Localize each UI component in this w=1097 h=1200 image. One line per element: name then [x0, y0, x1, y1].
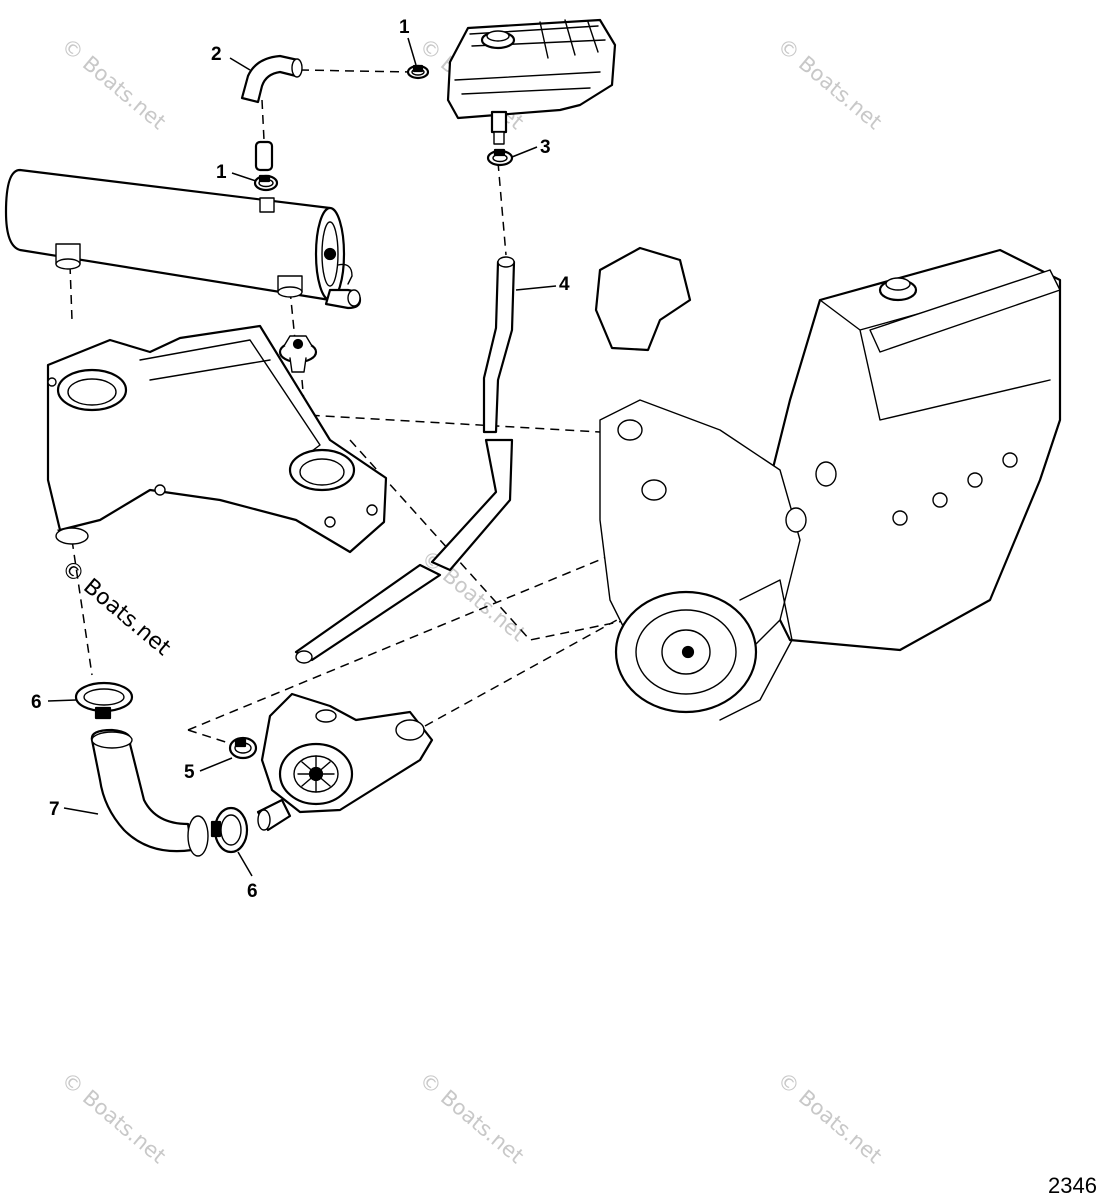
thermostat-housing-icon — [46, 324, 388, 554]
leader-lines — [47, 37, 557, 877]
elbow-hose-icon — [240, 54, 303, 104]
callout-2: 2 — [211, 44, 222, 65]
hose-clamp-icon — [228, 736, 258, 760]
callout-1-left: 1 — [216, 162, 227, 183]
heat-exchanger-icon — [4, 168, 362, 310]
hose-clamp-icon — [406, 64, 430, 80]
watermark: © Boats.net — [57, 33, 171, 134]
hose-clamp-icon — [253, 174, 279, 192]
callout-5: 5 — [184, 762, 195, 783]
callout-6-left: 6 — [31, 692, 42, 713]
parts — [4, 18, 1062, 857]
hose-clamp-icon — [210, 806, 249, 854]
engine-block-icon — [594, 246, 1062, 721]
thermostat-icon — [278, 335, 318, 373]
coolant-reservoir-icon — [446, 18, 617, 145]
callout-6-bottom: 6 — [247, 881, 258, 902]
large-elbow-hose-icon — [90, 728, 209, 857]
callout-4: 4 — [559, 274, 570, 295]
callout-3: 3 — [540, 137, 551, 158]
hose-clamp-icon — [486, 148, 514, 167]
watermark: © Boats.net — [773, 33, 887, 134]
watermark: © Boats.net — [773, 1067, 887, 1168]
watermark: © Boats.net — [415, 1067, 529, 1168]
watermark: © Boats.net — [57, 1067, 171, 1168]
hose-clamp-icon — [74, 681, 134, 720]
short-hose-icon — [254, 140, 274, 172]
callouts: 1 2 3 1 4 6 5 7 6 — [31, 17, 570, 902]
callout-1-top: 1 — [399, 17, 410, 38]
figure-number: 2346 — [1048, 1173, 1097, 1198]
water-pump-icon — [256, 692, 434, 832]
callout-7: 7 — [49, 799, 60, 820]
bent-hose-icon — [294, 256, 516, 664]
watermark: © Boats.net — [56, 555, 175, 661]
